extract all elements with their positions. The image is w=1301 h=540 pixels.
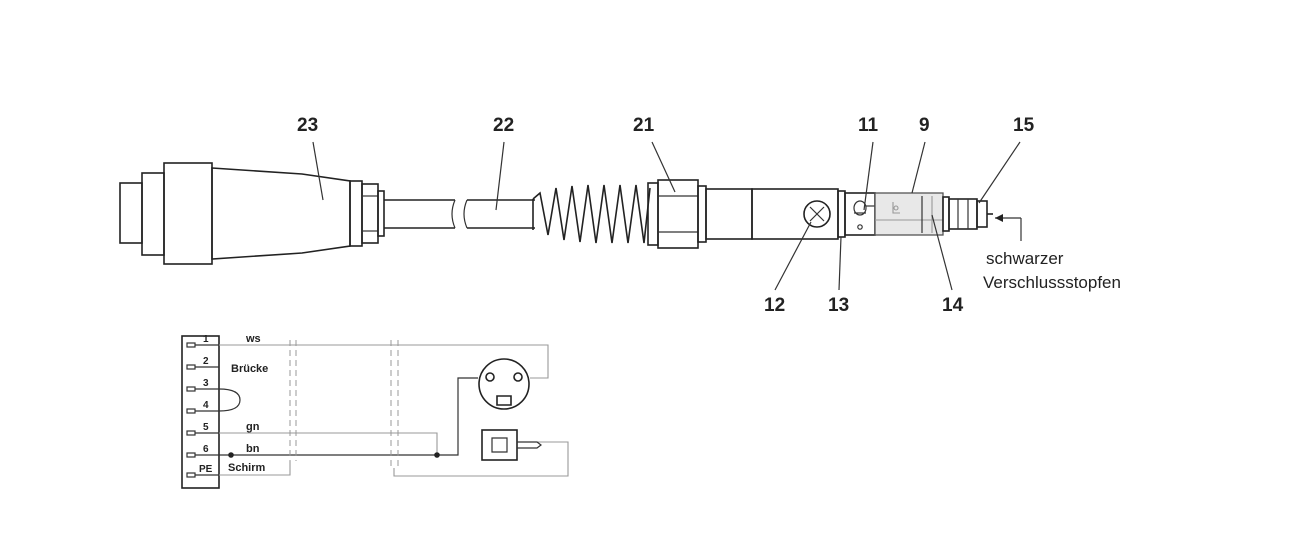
wire-gn — [219, 432, 438, 455]
cable-assembly: 23 22 21 11 9 15 12 13 14 schwarzer Vers… — [119, 115, 1121, 316]
sensor-symbol-icon — [481, 429, 542, 461]
terminal-pins — [186, 342, 219, 478]
callout-15: 15 — [1013, 115, 1035, 136]
pin-label-2: 2 — [203, 356, 209, 367]
wire-label-bn: bn — [246, 443, 260, 455]
callout-11: 11 — [858, 115, 879, 136]
callout-9: 9 — [919, 115, 930, 136]
callout-13: 13 — [828, 295, 849, 316]
terminal-block: 1 2 3 4 5 6 PE — [181, 334, 220, 489]
wire-label-ws: ws — [245, 333, 261, 345]
wire-ws — [219, 344, 549, 379]
screw-icon — [803, 200, 831, 228]
pin-label-pe: PE — [199, 464, 213, 475]
cable-shield — [289, 340, 399, 468]
note-line-1: schwarzer — [986, 249, 1064, 268]
cable-right-segment — [463, 199, 535, 229]
leader-lines — [312, 141, 1022, 291]
strain-relief-spring — [532, 184, 651, 244]
pin-label-3: 3 — [203, 378, 209, 389]
junction-dot — [228, 452, 234, 458]
wire-return — [393, 441, 569, 477]
callout-22: 22 — [493, 115, 514, 136]
callout-12: 12 — [764, 295, 785, 316]
pin-label-4: 4 — [203, 400, 209, 411]
wiring-diagram: 1 2 3 4 5 6 PE — [181, 333, 569, 489]
callout-14: 14 — [942, 295, 964, 316]
junction-dot — [434, 452, 440, 458]
sensor-body — [705, 188, 993, 240]
plug-connector — [119, 162, 385, 265]
wire-label-schirm: Schirm — [228, 462, 266, 474]
wire-label-gn: gn — [246, 421, 260, 433]
callout-21: 21 — [633, 115, 655, 136]
pin-label-1: 1 — [203, 334, 209, 345]
note-line-2: Verschlussstopfen — [983, 273, 1121, 292]
cable-left-segment — [384, 199, 456, 229]
bridge-wire — [218, 388, 241, 412]
cable-gland-nut — [647, 179, 707, 249]
wire-label-bruecke: Brücke — [231, 363, 268, 375]
adjust-screw-icon — [853, 200, 867, 216]
pin-label-5: 5 — [203, 422, 209, 433]
callout-23: 23 — [297, 115, 318, 136]
round-connector-icon — [478, 358, 530, 410]
wire-schirm — [219, 461, 291, 476]
pin-label-6: 6 — [203, 444, 209, 455]
wire-bn — [219, 377, 478, 456]
